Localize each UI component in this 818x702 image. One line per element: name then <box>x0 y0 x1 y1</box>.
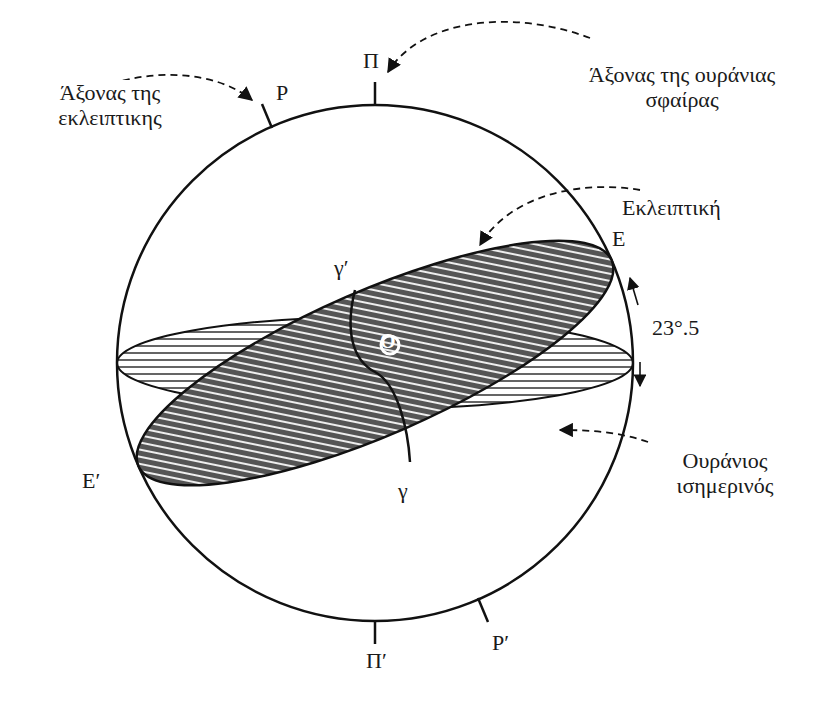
diagram-label: Ουράνιος ισημερινός <box>638 448 812 499</box>
diagram-label: Ο <box>380 330 396 353</box>
diagram-label: Ρ <box>276 80 288 105</box>
diagram-label: Π <box>363 48 379 73</box>
diagram-label: Ε <box>612 226 625 251</box>
diagram-label: γ <box>398 478 408 503</box>
diagram-label: Άξονας της εκλειπτικης <box>18 80 202 131</box>
diagram-label: Ρ′ <box>492 630 509 655</box>
diagram-label: Άξονας της ουράνιας σφαίρας <box>560 62 804 113</box>
diagram-label: Εκλειπτική <box>620 195 723 220</box>
diagram-label: 23°.5 <box>650 315 701 340</box>
diagram-label: Ε′ <box>82 468 100 493</box>
diagram-label: γ′ <box>334 255 349 280</box>
diagram-label: Π′ <box>366 648 387 673</box>
